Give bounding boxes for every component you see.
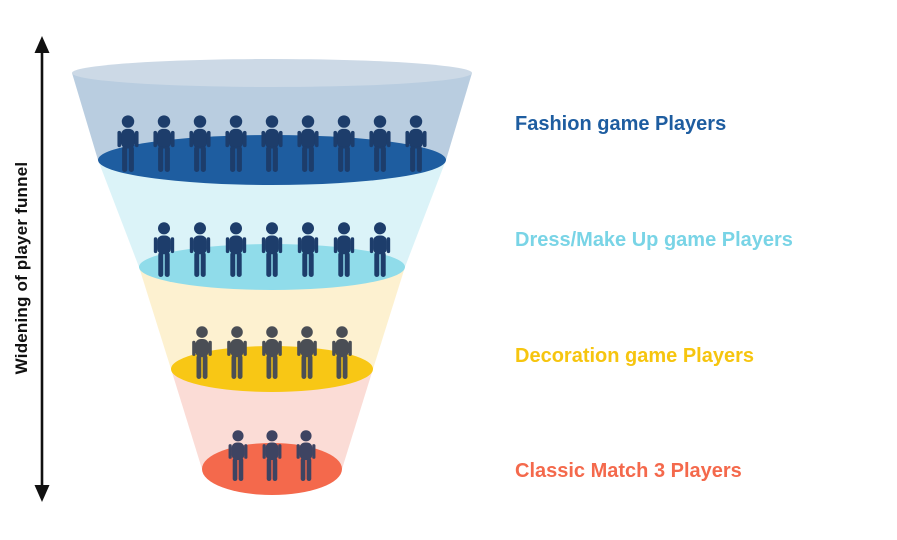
tier-ellipse-3	[171, 346, 373, 392]
tier-ellipse-1	[98, 135, 446, 185]
funnel-band-2	[98, 160, 446, 267]
axis-label: Widening of player funnel	[12, 161, 31, 375]
funnel-band-4	[171, 369, 373, 469]
funnel-top-opening	[72, 59, 472, 87]
funnel-layers	[72, 59, 472, 495]
double-arrow-icon	[34, 36, 50, 502]
